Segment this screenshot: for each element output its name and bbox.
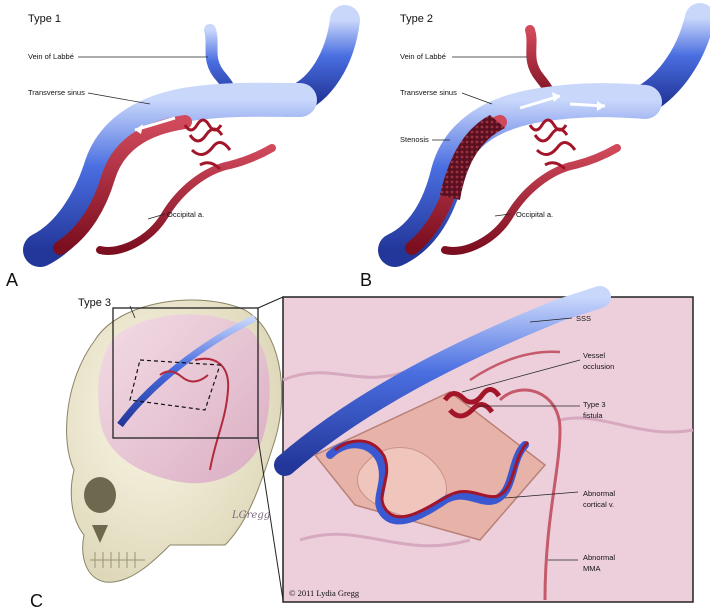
label-vessel-occlusion-2: occlusion xyxy=(583,362,614,371)
label-occipital-b: Occipital a. xyxy=(516,210,553,219)
brain-surface xyxy=(98,314,270,483)
label-stenosis: Stenosis xyxy=(400,135,429,144)
eye-socket xyxy=(84,477,116,513)
label-abnormal-cortical-2: cortical v. xyxy=(583,500,614,509)
panel-b-letter: B xyxy=(360,270,372,290)
inset-panel: SSS Vessel occlusion Type 3 fistula Abno… xyxy=(283,297,693,602)
fistula-tangle xyxy=(530,120,575,169)
label-vein-of-labbe-a: Vein of Labbé xyxy=(28,52,74,61)
label-abnormal-mma-2: MMA xyxy=(583,564,601,573)
panel-a: Type 1 Vein of Labbé Transverse sinus Oc… xyxy=(6,13,345,290)
fistula-tangle xyxy=(185,120,230,169)
panel-c-letter: C xyxy=(30,591,43,609)
panel-c: Type 3 LGregg C xyxy=(30,297,693,609)
label-type3-fistula-1: Type 3 xyxy=(583,400,606,409)
panel-b-title: Type 2 xyxy=(400,13,433,25)
panel-a-title: Type 1 xyxy=(28,13,61,25)
label-sss: SSS xyxy=(576,314,591,323)
label-occipital-a: Occipital a. xyxy=(167,210,204,219)
label-abnormal-cortical-1: Abnormal xyxy=(583,489,615,498)
occipital-artery-vessel xyxy=(100,148,272,251)
label-vessel-occlusion-1: Vessel xyxy=(583,351,605,360)
panel-b: Type 2 Vein of Labbé Transverse sinus St… xyxy=(360,13,700,290)
panel-c-title: Type 3 xyxy=(78,297,111,309)
label-type3-fistula-2: fistula xyxy=(583,411,603,420)
leader-line xyxy=(88,93,150,104)
artist-signature: LGregg xyxy=(231,510,270,521)
leader-line xyxy=(462,93,492,104)
label-abnormal-mma-1: Abnormal xyxy=(583,553,615,562)
label-vein-of-labbe-b: Vein of Labbé xyxy=(400,52,446,61)
label-transverse-sinus-a: Transverse sinus xyxy=(28,88,85,97)
panel-a-letter: A xyxy=(6,270,18,290)
zoom-connector xyxy=(258,297,283,308)
copyright-credit: © 2011 Lydia Gregg xyxy=(289,588,360,598)
label-transverse-sinus-b: Transverse sinus xyxy=(400,88,457,97)
